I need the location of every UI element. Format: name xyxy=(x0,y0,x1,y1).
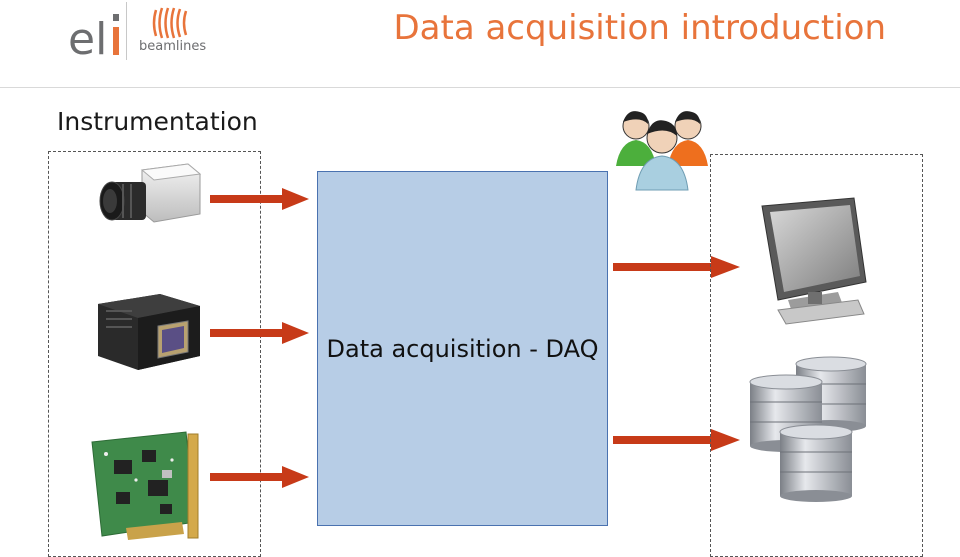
logo-divider xyxy=(126,2,127,60)
daq-box: Data acquisition - DAQ xyxy=(317,171,608,526)
input-arrow-1 xyxy=(210,188,309,210)
beamlines-logo-icon xyxy=(152,7,188,39)
input-arrow-3 xyxy=(210,466,309,488)
input-arrow-2 xyxy=(210,322,309,344)
ccd-camera-icon xyxy=(99,163,202,223)
logo-text: beamlines xyxy=(139,39,207,54)
pcie-card-icon xyxy=(91,431,199,540)
slide-header: el beamlines Data acquisition introducti… xyxy=(0,0,960,88)
slide-title: Data acquisition introduction xyxy=(393,8,886,48)
database-stack-icon xyxy=(749,356,867,502)
section-heading: Instrumentation xyxy=(57,107,258,136)
monitor-icon xyxy=(761,197,867,325)
eli-logo-icon: el xyxy=(68,14,119,64)
users-group-icon xyxy=(616,111,708,191)
output-arrow-2 xyxy=(613,429,740,451)
daq-label: Data acquisition - DAQ xyxy=(326,334,599,363)
svg-text:el: el xyxy=(68,14,107,64)
header-divider xyxy=(0,87,960,88)
scientific-camera-icon xyxy=(98,294,200,370)
output-arrow-1 xyxy=(613,256,740,278)
